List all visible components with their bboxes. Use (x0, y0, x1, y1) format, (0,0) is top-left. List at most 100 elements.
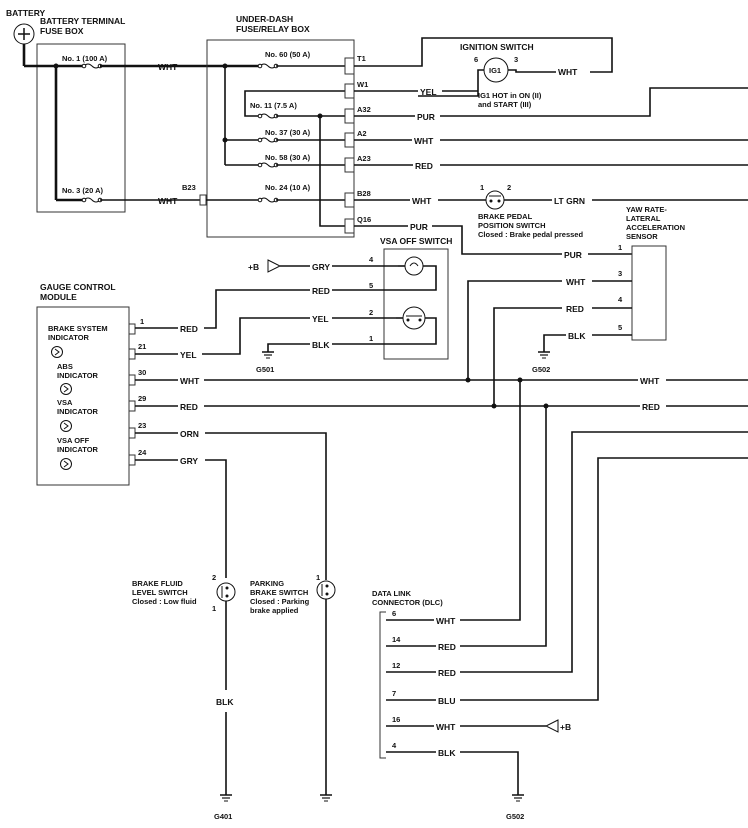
wire-dlc-wht16: WHT (436, 722, 456, 732)
power-plus-b-dlc: +B (560, 722, 571, 732)
terminal-pk-1: 1 (316, 573, 320, 582)
fuse-no37-label: No. 37 (30 A) (265, 128, 311, 137)
wire-dlc-red14: RED (438, 642, 456, 652)
abs-led-icon (60, 383, 72, 395)
power-arrow-icon (267, 259, 282, 273)
brake-pedal-label-1: BRAKE PEDAL (478, 212, 533, 221)
vsa-off-switch: VSA OFF SWITCH 4 5 2 1 (369, 236, 452, 360)
terminal-vsa-1: 1 (369, 334, 373, 343)
wire-orn-g23: ORN (180, 429, 199, 439)
terminal-gcm-21: 21 (138, 342, 146, 351)
ground-g401-label: G401 (214, 812, 232, 821)
vsa-off-ind-1: VSA OFF (57, 436, 90, 445)
brake-pedal-switch-symbol (485, 190, 505, 210)
wire-red-g1: RED (180, 324, 198, 334)
brake-fluid-note: Closed : Low fluid (132, 597, 197, 606)
yaw-label-2: LATERAL (626, 214, 661, 223)
ground-g502-bottom: G502 (506, 794, 524, 821)
wire-gry-g24: GRY (180, 456, 198, 466)
terminal-gcm-30: 30 (138, 368, 146, 377)
wire-dlc-wht6: WHT (436, 616, 456, 626)
fuse-no11-icon (259, 113, 277, 119)
abs-ind-1: ABS (57, 362, 73, 371)
fuse-no3-label: No. 3 (20 A) (62, 186, 103, 195)
terminal-dlc-16: 16 (392, 715, 400, 724)
fuse-no60-icon (259, 63, 277, 69)
brake-system-led-icon (51, 346, 63, 358)
gauge-module-label-2: MODULE (40, 292, 77, 302)
gauge-module-label-1: GAUGE CONTROL (40, 282, 116, 292)
brake-fluid-label-1: BRAKE FLUID (132, 579, 183, 588)
dlc-label-2: CONNECTOR (DLC) (372, 598, 443, 607)
terminal-vsa-4: 4 (369, 255, 374, 264)
terminal-vsa-5: 5 (369, 281, 373, 290)
terminal-dlc-4: 4 (392, 741, 397, 750)
vsa-ind-2: INDICATOR (57, 407, 99, 416)
ground-g401: G401 (214, 794, 232, 821)
yaw-label-3: ACCELERATION (626, 223, 685, 232)
vsa-ind-1: VSA (57, 398, 73, 407)
terminal-t1: T1 (357, 54, 366, 63)
terminal-bp-1: 1 (480, 183, 484, 192)
brake-pedal-switch: 1 2 BRAKE PEDAL POSITION SWITCH Closed :… (478, 183, 583, 239)
terminal-bf-2: 2 (212, 573, 216, 582)
terminal-w1: W1 (357, 80, 368, 89)
brake-system-ind-1: BRAKE SYSTEM (48, 324, 108, 333)
wire-blk-vsa: BLK (312, 340, 330, 350)
terminal-yaw-4: 4 (618, 295, 623, 304)
ground-g502b-label: G502 (506, 812, 524, 821)
ground-g501-label: G501 (256, 365, 274, 374)
fuse-no60-label: No. 60 (50 A) (265, 50, 311, 59)
wire-pur-q16: PUR (410, 222, 428, 232)
terminal-b28: B28 (357, 189, 371, 198)
ground-g502-top: G502 (532, 351, 550, 374)
ig1-note-1: IG1 HOT in ON (II) (478, 91, 542, 100)
wire-lt-grn: LT GRN (554, 196, 585, 206)
terminal-vsa-2: 2 (369, 308, 373, 317)
brake-fluid-level-switch: BRAKE FLUID LEVEL SWITCH Closed : Low fl… (132, 573, 236, 613)
ig1-note-2: and START (III) (478, 100, 532, 109)
parking-label-1: PARKING (250, 579, 284, 588)
abs-ind-2: INDICATOR (57, 371, 99, 380)
fuse-no58-label: No. 58 (30 A) (265, 153, 311, 162)
underdash-fuse-relay-box: UNDER-DASH FUSE/RELAY BOX No. 60 (50 A) … (206, 14, 371, 238)
wire-dlc-blu7: BLU (438, 696, 455, 706)
power-arrow-dlc-icon (544, 719, 559, 733)
fuse-no24-label: No. 24 (10 A) (265, 183, 311, 192)
brake-fluid-switch-icon (216, 582, 236, 602)
wire-wht-b3: WHT (158, 196, 178, 206)
terminal-dlc-12: 12 (392, 661, 400, 670)
terminal-gcm-1: 1 (140, 317, 144, 326)
terminal-dlc-14: 14 (392, 635, 401, 644)
battery-terminal-fuse-box: BATTERY TERMINAL FUSE BOX No. 1 (100 A) … (24, 16, 126, 213)
terminal-a23: A23 (357, 154, 371, 163)
terminal-bp-2: 2 (507, 183, 511, 192)
parking-note-2: brake applied (250, 606, 299, 615)
fuse-no37-icon (259, 137, 277, 143)
yaw-rate-sensor: YAW RATE- LATERAL ACCELERATION SENSOR 1 … (618, 205, 685, 341)
wire-red-yaw: RED (566, 304, 584, 314)
parking-label-2: BRAKE SWITCH (250, 588, 308, 597)
parking-note-1: Closed : Parking (250, 597, 310, 606)
vsa-off-lamp-icon (404, 256, 424, 276)
parking-brake-switch: PARKING BRAKE SWITCH Closed : Parking br… (250, 573, 336, 615)
wire-wht-ig: WHT (558, 67, 578, 77)
yaw-label-4: SENSOR (626, 232, 658, 241)
wire-red-a23: RED (415, 161, 433, 171)
brake-pedal-note: Closed : Brake pedal pressed (478, 230, 583, 239)
wire-red-vsa: RED (312, 286, 330, 296)
terminal-b23: B23 (182, 183, 196, 192)
wire-yel-g21: YEL (180, 350, 197, 360)
ground-g501: G501 (256, 351, 274, 374)
vsa-off-switch-label: VSA OFF SWITCH (380, 236, 452, 246)
terminal-gcm-23: 23 (138, 421, 146, 430)
terminal-yaw-3: 3 (618, 269, 622, 278)
ignition-switch: IGNITION SWITCH IG1 6 3 WHT IG1 HOT in O… (354, 37, 613, 109)
wire-blk-bf: BLK (216, 697, 234, 707)
wire-wht-right: WHT (640, 376, 660, 386)
bt-fuse-box-label-2: FUSE BOX (40, 26, 84, 36)
wire-red-g29: RED (180, 402, 198, 412)
terminal-gcm-24: 24 (138, 448, 147, 457)
terminal-q16: Q16 (357, 215, 371, 224)
